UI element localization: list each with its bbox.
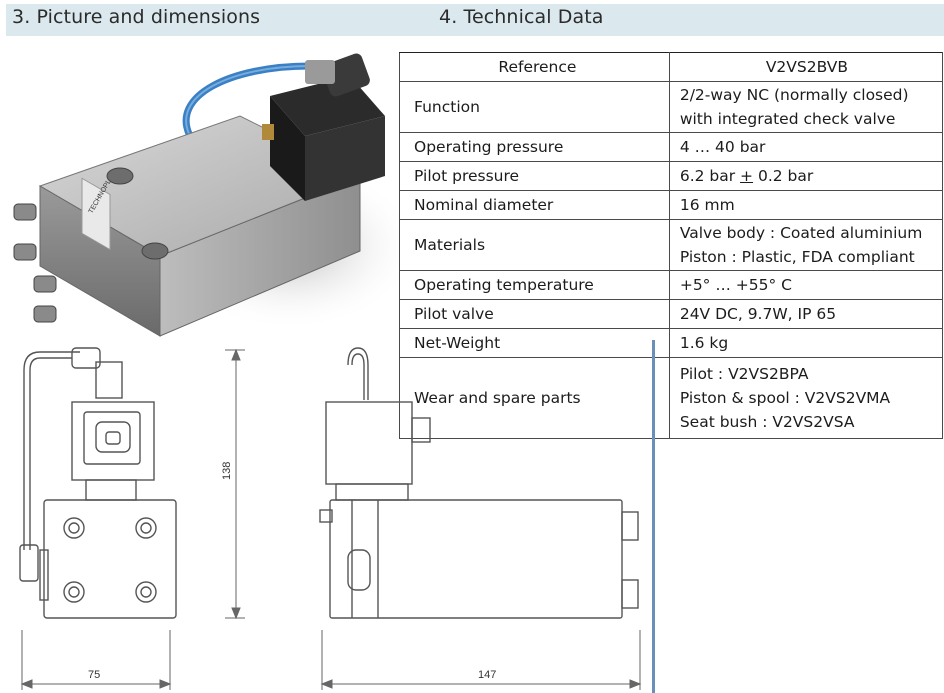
table-row: Pilot valve 24V DC, 9.7W, IP 65 bbox=[399, 299, 944, 329]
side-view-drawing bbox=[319, 347, 639, 619]
row-label: Nominal diameter bbox=[399, 190, 670, 220]
row-label: Wear and spare parts bbox=[399, 357, 670, 439]
width-dimension bbox=[20, 630, 172, 690]
dimension-drawings: 138 75 147 bbox=[19, 340, 655, 693]
solenoid-side bbox=[305, 116, 385, 201]
picture-section-title: 3. Picture and dimensions bbox=[12, 6, 261, 28]
table-row: Reference V2VS2BVB bbox=[399, 52, 944, 82]
terminal bbox=[262, 124, 274, 140]
table-row: Operating pressure 4 … 40 bar bbox=[399, 132, 944, 162]
table-row: Operating temperature +5° … +55° C bbox=[399, 270, 944, 300]
table-row: Nominal diameter 16 mm bbox=[399, 190, 944, 220]
row-value: 6.2 bar + 0.2 bar bbox=[668, 161, 944, 191]
front-fittings bbox=[13, 203, 57, 323]
row-label: Operating pressure bbox=[399, 132, 670, 162]
solenoid-front bbox=[270, 96, 305, 201]
height-dimension bbox=[225, 348, 245, 620]
bolt-hole bbox=[141, 242, 169, 260]
divider-line bbox=[652, 340, 655, 693]
tube-fitting bbox=[305, 60, 335, 84]
row-label: Pilot pressure bbox=[399, 161, 670, 191]
solenoid-top bbox=[270, 76, 385, 136]
row-value: +5° … +55° C bbox=[668, 270, 944, 300]
row-value: 2/2-way NC (normally closed)with integra… bbox=[668, 81, 944, 133]
row-label: Materials bbox=[399, 219, 670, 271]
table-row: Function 2/2-way NC (normally closed)wit… bbox=[399, 81, 944, 133]
row-value: 24V DC, 9.7W, IP 65 bbox=[668, 299, 944, 329]
row-label: Operating temperature bbox=[399, 270, 670, 300]
row-label: Function bbox=[399, 81, 670, 133]
row-value: 16 mm bbox=[668, 190, 944, 220]
row-value: 4 … 40 bar bbox=[668, 132, 944, 162]
reference-label: Reference bbox=[399, 52, 670, 82]
length-dimension-label: 147 bbox=[478, 669, 496, 681]
product-photo: TECHNOPLAN bbox=[13, 53, 410, 337]
product-label bbox=[81, 177, 111, 251]
height-dimension-label: 138 bbox=[221, 462, 233, 480]
technical-data-section-title: 4. Technical Data bbox=[439, 6, 604, 28]
valve-body-side bbox=[159, 175, 361, 337]
bolt-hole bbox=[106, 167, 134, 185]
technical-data-table: Reference V2VS2BVB Function 2/2-way NC (… bbox=[399, 52, 944, 439]
row-label: Pilot valve bbox=[399, 299, 670, 329]
width-dimension-label: 75 bbox=[88, 669, 100, 681]
reference-value: V2VS2BVB bbox=[668, 52, 944, 82]
front-view-drawing bbox=[19, 347, 177, 619]
table-row: Pilot pressure 6.2 bar + 0.2 bar bbox=[399, 161, 944, 191]
section-header-bar bbox=[6, 4, 944, 36]
length-dimension bbox=[320, 630, 642, 690]
